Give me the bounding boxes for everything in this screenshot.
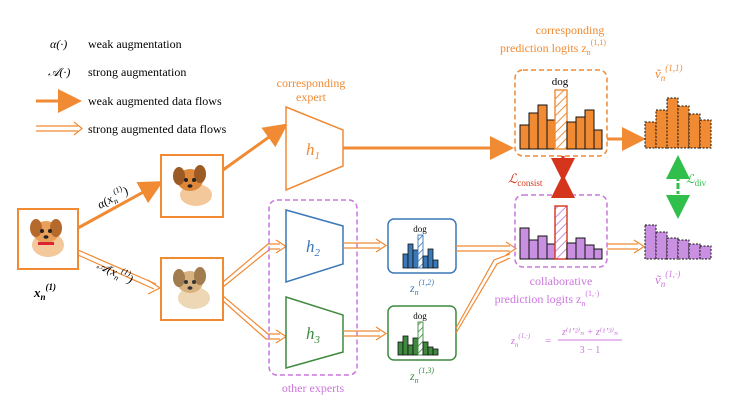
expert-h2: h2 (285, 209, 344, 284)
v1dot-bars (644, 224, 712, 260)
expert-h1: h1 (285, 105, 344, 192)
legend-strong-text: strong augmented data flows (88, 122, 227, 136)
z12-label: zn(1,2) (409, 278, 434, 297)
svg-text:zn(1,·): zn(1,·) (510, 332, 531, 349)
svg-text:3 − 1: 3 − 1 (580, 345, 601, 356)
div-loss-label: ℒdiv (686, 172, 707, 188)
v11-label: ṽn(1,1) (655, 63, 683, 83)
legend-A-symbol: 𝒜(·) (48, 65, 70, 79)
strong-aug-image (160, 257, 224, 321)
alpha-aug-label: α(xn(1)) (94, 182, 132, 213)
svg-text:z⁽¹ʼ²⁾ₙ + z⁽¹ʼ³⁾ₙ: z⁽¹ʼ²⁾ₙ + z⁽¹ʼ³⁾ₙ (561, 327, 618, 338)
collab-logits-line1: collaborative (530, 274, 593, 288)
consist-loss-label: ℒconsist (508, 171, 543, 188)
corresponding-expert-line1: corresponding (277, 76, 346, 90)
logits-h3-box: dog (387, 305, 457, 361)
svg-text:dog: dog (413, 311, 427, 321)
z13-label: zn(1,3) (409, 366, 434, 385)
corr-dog-label: dog (552, 76, 569, 88)
A-aug-label: 𝒜(xn(1)) (94, 256, 136, 288)
corr-logits-line1: corresponding (536, 23, 605, 37)
collab-logits-box (514, 194, 608, 268)
corr-logits-box (514, 69, 608, 157)
weak-aug-arrow (77, 181, 164, 230)
legend-alpha-symbol: α(·) (50, 37, 67, 51)
expert-h3: h3 (285, 295, 344, 369)
average-formula: zn(1,·) = z⁽¹ʼ²⁾ₙ + z⁽¹ʼ³⁾ₙ 3 − 1 (510, 327, 622, 356)
collab-to-v1dot-arrow (607, 239, 646, 254)
legend-strong-arrowhead (73, 121, 83, 136)
corr-logits-bars (519, 89, 603, 150)
collab-logits-bars (519, 205, 603, 260)
weak-aug-image (160, 154, 224, 218)
input-image (17, 208, 79, 270)
strong-aug-arrow-b (77, 254, 155, 290)
small-to-collab-arrows (455, 241, 518, 334)
legend-A-text: strong augmentation (88, 65, 186, 79)
other-experts-label: other experts (282, 381, 345, 395)
strong-to-experts-arrows (222, 239, 288, 344)
experts-to-small-logits-arrows (343, 238, 388, 341)
collab-logits-line2: prediction logits zn(1,·) (495, 289, 600, 308)
svg-text:h2: h2 (306, 237, 321, 259)
legend-alpha-text: weak augmentation (88, 37, 182, 51)
svg-text:dog: dog (413, 224, 427, 234)
svg-text:h3: h3 (306, 324, 321, 346)
logits-h2-box: dog (387, 218, 457, 274)
strong-aug-arrow-a (77, 249, 157, 285)
svg-text:=: = (545, 335, 551, 347)
legend: α(·) weak augmentation 𝒜(·) strong augme… (36, 37, 227, 136)
legend-weak-text: weak augmented data flows (88, 94, 222, 108)
other-experts-box (268, 199, 358, 376)
v11-bars (644, 97, 712, 149)
v1dot-label: ṽn(1,·) (655, 269, 680, 289)
weak-to-h1-arrow (222, 123, 288, 172)
input-label: xn(1) (33, 282, 56, 302)
svg-text:h1: h1 (306, 140, 320, 162)
corresponding-expert-line2: expert (296, 90, 327, 104)
corr-logits-line2: prediction logits zn(1,1) (500, 38, 606, 57)
